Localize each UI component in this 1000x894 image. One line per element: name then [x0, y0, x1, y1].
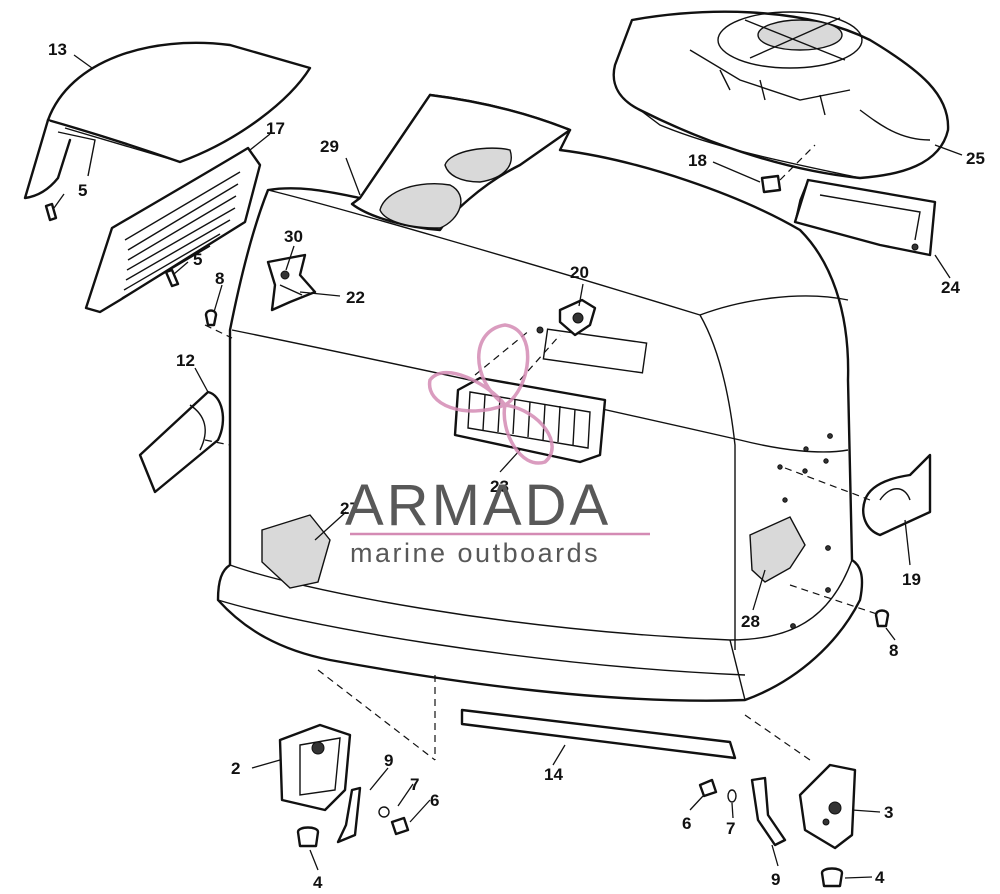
part-28-foam-pad [749, 516, 806, 583]
label-4a: 4 [313, 873, 323, 892]
fasteners [44, 174, 890, 888]
part-20-knob [558, 298, 597, 337]
label-3: 3 [884, 803, 893, 822]
label-22: 22 [346, 288, 365, 307]
watermark: ARMADA marine outboards [345, 473, 650, 568]
label-14: 14 [544, 765, 563, 784]
part-25-flywheel-cover [612, 10, 950, 180]
label-6b: 6 [682, 814, 691, 833]
watermark-title: ARMADA [345, 473, 611, 538]
part-17-louvered-grille [84, 146, 262, 314]
label-19: 19 [902, 570, 921, 589]
label-29: 29 [320, 137, 339, 156]
label-7a: 7 [410, 775, 419, 794]
label-28: 28 [741, 612, 760, 631]
label-7b: 7 [726, 819, 735, 838]
label-20: 20 [570, 263, 589, 282]
watermark-subtitle: marine outboards [350, 538, 600, 568]
part-9-clip-right [750, 776, 787, 847]
label-9a: 9 [384, 751, 393, 770]
part-9-clip-left [336, 786, 362, 844]
leader-lines [53, 54, 963, 879]
part-24-intake-box [793, 178, 937, 257]
label-4b: 4 [875, 868, 885, 887]
label-9b: 9 [771, 870, 780, 889]
label-5a: 5 [78, 181, 87, 200]
assembly-lines [204, 144, 881, 761]
part-3-latch [798, 763, 857, 850]
label-2: 2 [231, 759, 240, 778]
label-18: 18 [688, 151, 707, 170]
label-17: 17 [266, 119, 285, 138]
label-25: 25 [966, 149, 985, 168]
part-number-labels: 13 17 5 5 29 30 22 8 12 20 23 27 18 25 2… [48, 40, 985, 892]
label-24: 24 [941, 278, 960, 297]
label-8a: 8 [215, 269, 224, 288]
part-23-vent-grille [453, 328, 648, 464]
part-2-latch [278, 723, 352, 812]
label-12: 12 [176, 351, 195, 370]
part-19-decal [862, 453, 932, 537]
part-14-trim-strip [460, 708, 737, 760]
label-8b: 8 [889, 641, 898, 660]
label-23: 23 [490, 477, 509, 496]
part-13-top-cover [23, 41, 312, 200]
label-6a: 6 [430, 791, 439, 810]
label-13: 13 [48, 40, 67, 59]
part-12-decal [138, 390, 225, 494]
watermark-propeller-logo [427, 323, 554, 465]
label-5b: 5 [193, 250, 202, 269]
label-27: 27 [340, 499, 359, 518]
part-30-bracket [266, 253, 317, 312]
part-27-foam-pad [261, 514, 331, 589]
label-30: 30 [284, 227, 303, 246]
